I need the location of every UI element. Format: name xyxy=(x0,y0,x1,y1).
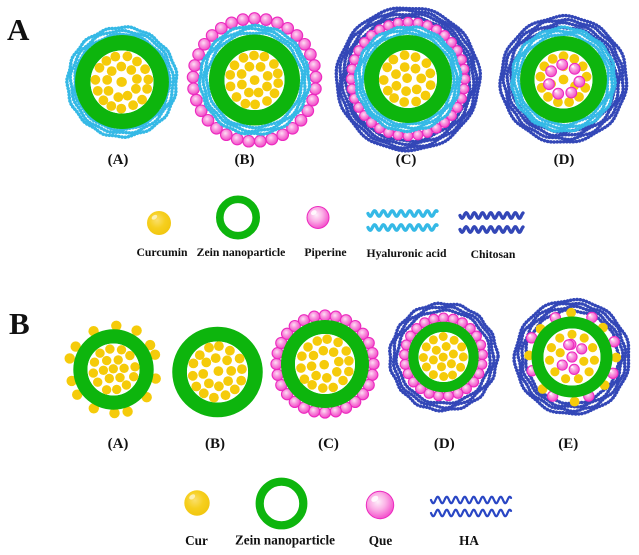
svg-text:(C): (C) xyxy=(318,436,339,452)
svg-text:A: A xyxy=(7,12,30,47)
svg-text:(D): (D) xyxy=(554,152,575,168)
svg-text:Zein nanoparticle: Zein nanoparticle xyxy=(235,533,335,548)
svg-text:(B): (B) xyxy=(235,152,255,168)
svg-text:(A): (A) xyxy=(108,152,129,168)
svg-text:(A): (A) xyxy=(108,436,129,452)
svg-text:(D): (D) xyxy=(434,436,455,452)
svg-text:Chitosan: Chitosan xyxy=(471,248,516,261)
svg-text:Piperine: Piperine xyxy=(304,246,346,259)
svg-text:B: B xyxy=(9,306,30,341)
svg-text:Hyaluronic acid: Hyaluronic acid xyxy=(367,247,447,260)
svg-text:(C): (C) xyxy=(396,152,417,168)
svg-text:HA: HA xyxy=(459,533,479,548)
svg-text:(E): (E) xyxy=(558,436,578,452)
svg-text:Cur: Cur xyxy=(185,533,208,548)
svg-text:Zein nanoparticle: Zein nanoparticle xyxy=(197,246,286,259)
svg-text:Curcumin: Curcumin xyxy=(136,246,188,259)
svg-text:Que: Que xyxy=(369,533,393,548)
svg-text:(B): (B) xyxy=(205,436,225,452)
